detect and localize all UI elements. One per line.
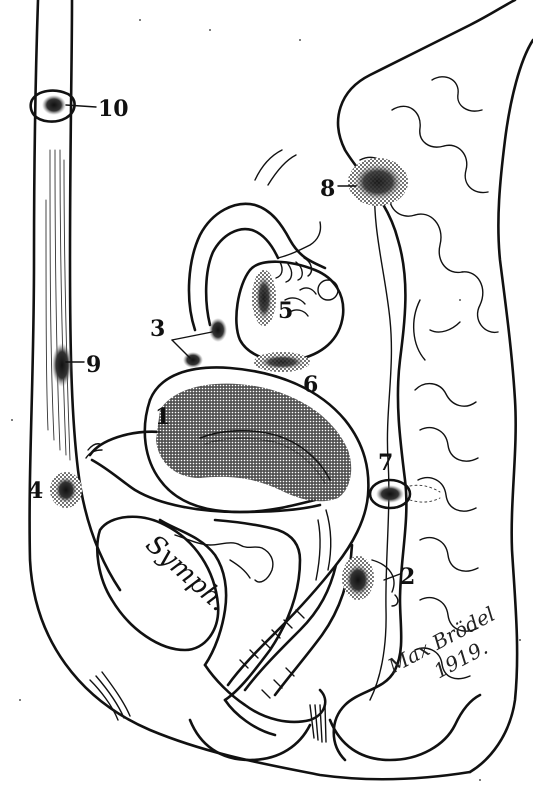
label-4: 4	[28, 478, 43, 504]
lesion-9-site	[52, 343, 72, 387]
symphysis: Symph.	[97, 517, 233, 650]
lesion-3-sites	[172, 318, 227, 368]
lesion-10-site	[31, 91, 75, 122]
label-2: 2	[400, 564, 415, 590]
label-6: 6	[303, 372, 318, 398]
label-7: 7	[378, 450, 393, 476]
symphysis-label: Symph.	[140, 529, 234, 617]
label-10: 10	[98, 96, 129, 122]
label-9: 9	[86, 352, 101, 378]
lesion-2-site	[342, 556, 398, 606]
uterus	[145, 367, 369, 695]
artist-signature: Max Brödel 1919.	[383, 602, 511, 702]
lesion-4-site	[50, 472, 82, 508]
label-1: 1	[155, 404, 170, 430]
label-8: 8	[320, 176, 335, 202]
label-3: 3	[150, 316, 165, 342]
label-5: 5	[278, 298, 293, 324]
perineum	[90, 672, 480, 760]
vaginal-canal	[205, 610, 325, 735]
